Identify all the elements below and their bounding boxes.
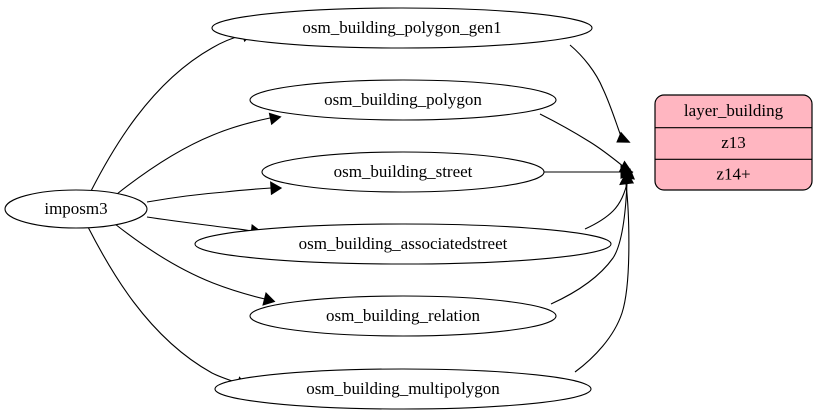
layer-building-background (655, 95, 812, 190)
node-osm-building-polygon-label: osm_building_polygon (324, 90, 482, 109)
node-osm-building-multipolygon-shape[interactable] (214, 368, 592, 410)
node-osm-building-street[interactable]: osm_building_street (261, 151, 545, 193)
node-layer-building[interactable]: layer_building z13 z14+ (654, 94, 813, 191)
node-osm-building-polygon-shape[interactable] (249, 79, 557, 121)
layer-building-name-label: layer_building (684, 101, 784, 120)
edge-group-tables-to-layer (539, 44, 635, 373)
node-osm-building-relation[interactable]: osm_building_relation (249, 295, 557, 337)
node-osm-building-relation-label: osm_building_relation (326, 306, 480, 325)
layer-building-z13-label: z13 (721, 133, 746, 152)
node-imposm3[interactable]: imposm3 (4, 189, 148, 229)
node-osm-building-associatedstreet-shape[interactable] (194, 223, 612, 265)
node-osm-building-street-label: osm_building_street (334, 162, 473, 181)
edge-imposm3-to-osm-building-relation (114, 223, 276, 306)
node-osm-building-multipolygon[interactable]: osm_building_multipolygon (214, 368, 592, 410)
node-imposm3-shape[interactable] (4, 189, 148, 229)
node-osm-building-relation-shape[interactable] (249, 295, 557, 337)
node-osm-building-street-shape[interactable] (261, 151, 545, 193)
edge-imposm3-to-osm-building-polygon (116, 112, 282, 195)
edge-osm-building-street-to-layer-z14plus (544, 164, 634, 180)
layer-building-z14plus-label: z14+ (716, 164, 750, 183)
layer-building-outline (654, 94, 813, 191)
edge-osm-building-polygon-gen1-to-layer-z13 (569, 44, 631, 143)
node-osm-building-associatedstreet[interactable]: osm_building_associatedstreet (194, 223, 612, 265)
node-osm-building-polygon[interactable]: osm_building_polygon (249, 79, 557, 121)
edge-imposm3-to-osm-building-street (146, 181, 283, 203)
node-osm-building-polygon-gen1[interactable]: osm_building_polygon_gen1 (211, 7, 593, 49)
node-osm-building-polygon-gen1-label: osm_building_polygon_gen1 (302, 18, 501, 37)
node-imposm3-label: imposm3 (44, 199, 107, 218)
edge-imposm3-to-osm-building-polygon-gen1 (90, 30, 254, 192)
node-osm-building-associatedstreet-label: osm_building_associatedstreet (299, 234, 508, 253)
edge-osm-building-polygon-to-layer-z14plus (539, 113, 634, 174)
edge-osm-building-multipolygon-to-layer-z14plus (574, 173, 634, 373)
node-osm-building-polygon-gen1-shape[interactable] (211, 7, 593, 49)
node-osm-building-multipolygon-label: osm_building_multipolygon (306, 379, 500, 398)
